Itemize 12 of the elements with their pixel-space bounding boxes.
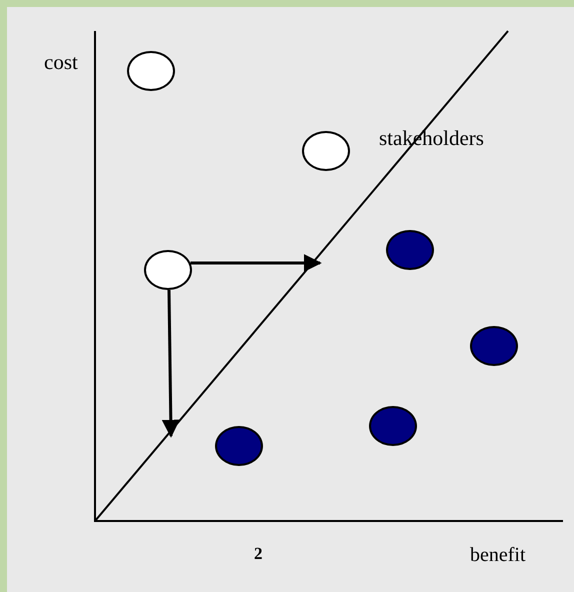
arrow (162, 290, 180, 438)
axis-label: 2 (254, 545, 262, 562)
stakeholder-ellipse (369, 406, 417, 446)
stakeholder-ellipse (144, 250, 192, 290)
stakeholder-ellipse (302, 131, 350, 171)
stakeholder-ellipse (127, 51, 175, 91)
arrow (190, 254, 322, 272)
stakeholder-ellipse (386, 230, 434, 270)
stakeholder-ellipse (215, 426, 263, 466)
stakeholder-ellipse (470, 326, 518, 366)
axis-label: benefit (470, 545, 526, 565)
axis-label: cost (44, 52, 78, 73)
